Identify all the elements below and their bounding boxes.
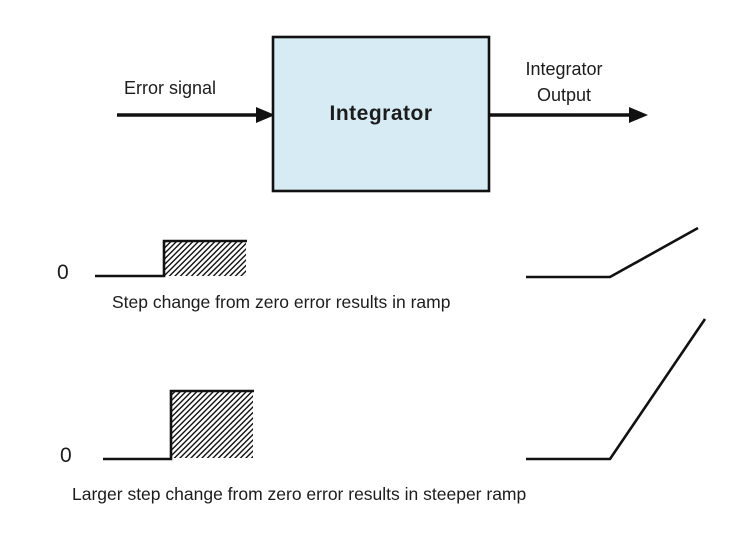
integrator-box-label: Integrator bbox=[329, 102, 433, 125]
larger-step-input-hatch bbox=[171, 391, 253, 458]
integrator-output-label: Integrator Output bbox=[525, 59, 603, 105]
larger-step-input-outline bbox=[103, 389, 254, 461]
caption-step-change: Step change from zero error results in r… bbox=[112, 292, 451, 312]
integrator-box bbox=[271, 35, 491, 193]
ramp-output-line bbox=[526, 226, 699, 279]
step-input-outline bbox=[95, 239, 247, 278]
steeper-ramp-output-line bbox=[526, 318, 707, 461]
caption-larger-step-change: Larger step change from zero error resul… bbox=[72, 484, 527, 504]
zero-label-larger-step: 0 bbox=[60, 444, 72, 467]
zero-label-step: 0 bbox=[57, 261, 69, 284]
step-input-hatch bbox=[164, 241, 246, 276]
error-signal-label: Error signal bbox=[124, 78, 217, 98]
output-arrowhead-icon bbox=[629, 107, 648, 123]
input-arrowhead-icon bbox=[256, 107, 275, 123]
